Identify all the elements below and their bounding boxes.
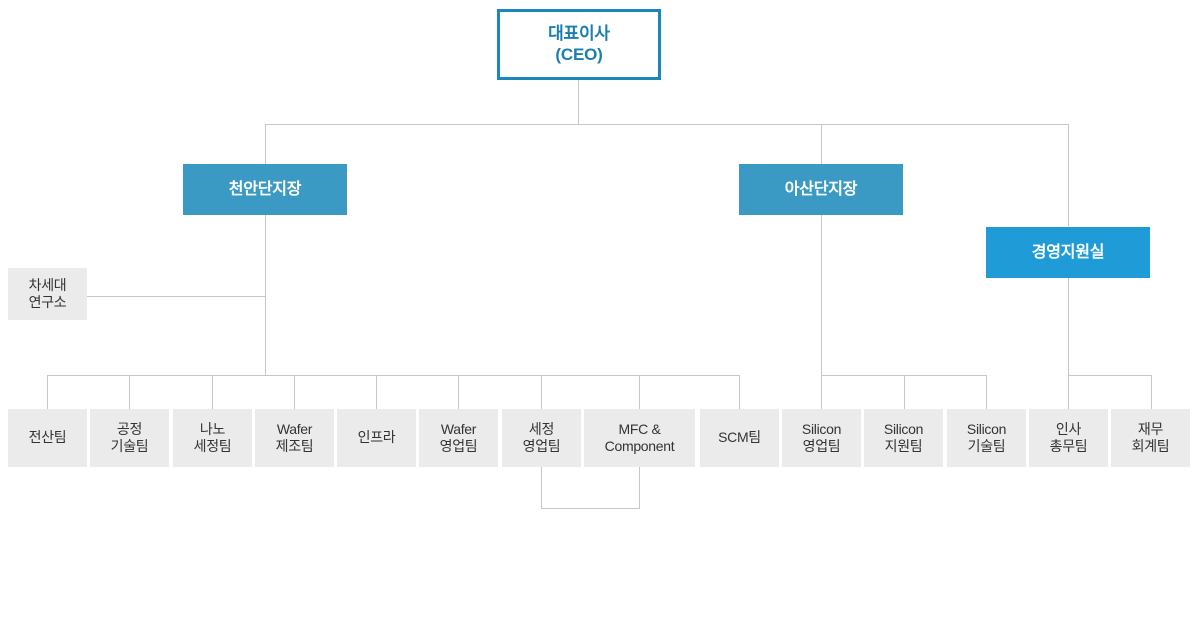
connector-drop-asan-1 (821, 375, 822, 409)
node-team-nano-clean[interactable]: 나노 세정팀 (173, 409, 252, 467)
node-team-process-tech[interactable]: 공정 기술팀 (90, 409, 169, 467)
connector-drop-support (1068, 124, 1069, 226)
connector-drop-asan-2 (904, 375, 905, 409)
node-division-support[interactable]: 경영지원실 (986, 227, 1150, 278)
node-team-hr-general-affairs[interactable]: 인사 총무팀 (1029, 409, 1108, 467)
node-team-silicon-support[interactable]: Silicon 지원팀 (864, 409, 943, 467)
connector-support-team-bus (1068, 375, 1151, 376)
connector-support-stem (1068, 278, 1069, 376)
connector-mfc-down (639, 467, 640, 508)
connector-drop-asan-3 (986, 375, 987, 409)
connector-lab-branch (87, 296, 265, 297)
connector-cheonan-stem (265, 215, 266, 376)
connector-main-bus (265, 124, 1069, 125)
connector-drop-support-1 (1068, 375, 1069, 409)
node-team-silicon-tech[interactable]: Silicon 기술팀 (947, 409, 1026, 467)
node-ceo[interactable]: 대표이사 (CEO) (497, 9, 661, 80)
connector-drop-team-1 (47, 375, 48, 409)
node-division-cheonan[interactable]: 천안단지장 (183, 164, 347, 215)
connector-drop-team-8 (639, 375, 640, 409)
node-team-silicon-sales[interactable]: Silicon 영업팀 (782, 409, 861, 467)
connector-drop-team-7 (541, 375, 542, 409)
node-division-asan[interactable]: 아산단지장 (739, 164, 903, 215)
node-team-jeonsan[interactable]: 전산팀 (8, 409, 87, 467)
connector-asan-stem (821, 215, 822, 376)
node-team-wafer-sales[interactable]: Wafer 영업팀 (419, 409, 498, 467)
connector-drop-cheonan (265, 124, 266, 165)
connector-drop-support-2 (1151, 375, 1152, 409)
node-next-gen-lab[interactable]: 차세대 연구소 (8, 268, 87, 320)
connector-clean-sales-down (541, 467, 542, 508)
connector-drop-team-9 (739, 375, 740, 409)
connector-drop-team-4 (294, 375, 295, 409)
connector-drop-team-6 (458, 375, 459, 409)
node-team-wafer-mfg[interactable]: Wafer 제조팀 (255, 409, 334, 467)
connector-drop-team-2 (129, 375, 130, 409)
connector-drop-team-3 (212, 375, 213, 409)
connector-cheonan-team-bus (47, 375, 739, 376)
connector-drop-team-5 (376, 375, 377, 409)
connector-drop-asan (821, 124, 822, 165)
node-team-clean-sales[interactable]: 세정 영업팀 (502, 409, 581, 467)
node-team-scm[interactable]: SCM팀 (700, 409, 779, 467)
connector-clean-sales-mfc-link (541, 508, 640, 509)
node-team-finance-accounting[interactable]: 재무 회계팀 (1111, 409, 1190, 467)
connector-ceo-stem (578, 80, 579, 125)
node-team-mfc-component[interactable]: MFC & Component (584, 409, 695, 467)
node-team-infra[interactable]: 인프라 (337, 409, 416, 467)
